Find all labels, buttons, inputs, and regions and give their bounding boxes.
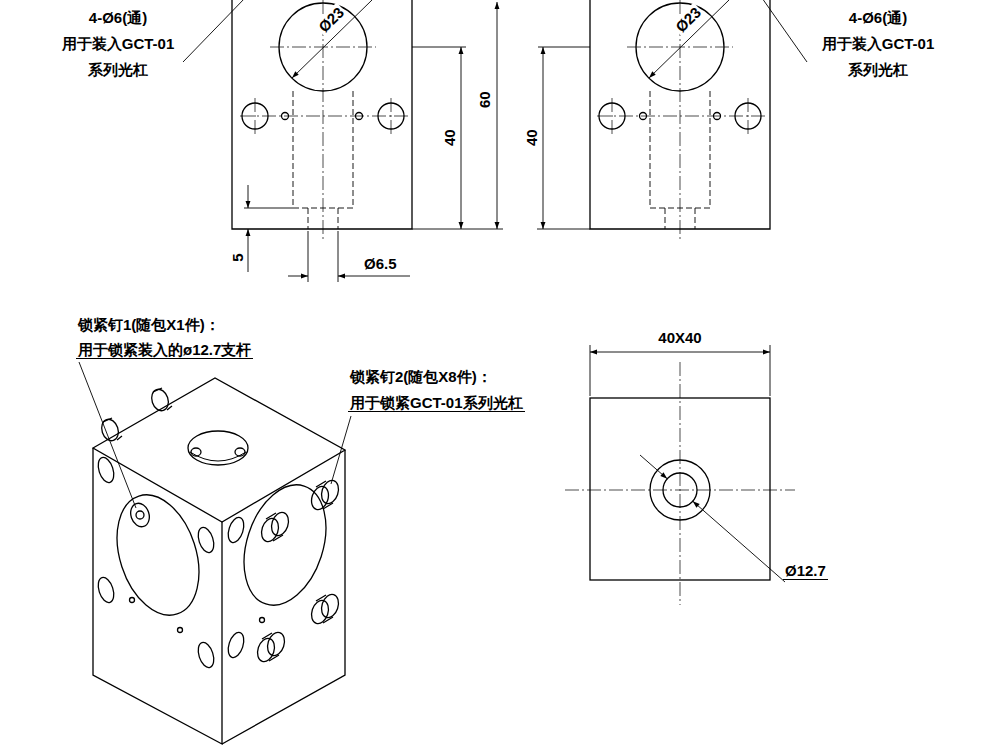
set-screw xyxy=(262,633,279,661)
callout-note: 系列光杠 xyxy=(86,61,150,78)
set-screw xyxy=(316,481,333,509)
rod-hole xyxy=(195,525,216,554)
set-screw xyxy=(309,598,332,626)
center-line xyxy=(680,362,681,605)
leader-line xyxy=(183,0,807,62)
callout-note: 系列光杠 xyxy=(846,61,910,78)
dimension-line xyxy=(412,229,590,230)
part-note: 锁紧钉1(随包X1件)： xyxy=(76,316,222,333)
part-note: 锁紧钉2(随包X8件)： xyxy=(348,368,494,385)
dimension-text: 60 xyxy=(475,90,492,111)
set-screw xyxy=(153,388,172,410)
right-face xyxy=(222,450,345,744)
set-screw xyxy=(128,501,153,529)
left-face xyxy=(93,448,222,744)
screw-tip xyxy=(235,448,245,456)
dimension-line xyxy=(248,229,249,272)
isometric-view xyxy=(79,362,351,744)
center-line xyxy=(597,116,765,117)
set-screw xyxy=(265,630,288,658)
set-screw xyxy=(269,510,292,538)
dimension-text: 40 xyxy=(522,128,539,149)
rod-hole xyxy=(195,640,216,669)
callout-note: 4-Ø6(通) xyxy=(87,9,149,26)
center-line xyxy=(240,116,408,117)
dimension-text: 40X40 xyxy=(656,329,703,346)
callout-note: 4-Ø6(通) xyxy=(847,9,909,26)
center-line xyxy=(680,0,681,240)
diameter-leader xyxy=(649,0,729,78)
set-screw xyxy=(319,478,342,506)
callout-note: 用于装入GCT-01 xyxy=(60,35,177,52)
dimension-text: Ø23 xyxy=(670,3,705,38)
dimension-line xyxy=(497,2,498,229)
rod-hole xyxy=(95,575,116,604)
dimension-line xyxy=(693,501,785,582)
leader-line xyxy=(183,0,245,62)
rod-hole xyxy=(225,515,246,544)
drawing-art xyxy=(79,0,807,744)
dimension-text: Ø12.7 xyxy=(783,562,828,580)
set-screw xyxy=(309,484,332,512)
top-view xyxy=(565,345,795,605)
screw-hole xyxy=(260,618,265,623)
side-view xyxy=(590,0,770,240)
leader-line xyxy=(79,362,136,508)
diameter-leader xyxy=(292,0,372,78)
dimension-line xyxy=(248,185,249,208)
set-screw xyxy=(136,511,144,519)
dimension-text: 5 xyxy=(228,252,245,264)
rod-hole xyxy=(95,455,116,484)
part-outline xyxy=(232,0,412,229)
set-screw xyxy=(319,592,342,620)
leader-line xyxy=(762,0,807,62)
isometric-view xyxy=(190,452,246,461)
center-line xyxy=(565,362,795,605)
dimension-text: 40 xyxy=(440,128,457,149)
center-line xyxy=(240,0,408,240)
dimension-line xyxy=(244,208,293,209)
part-note: 用于锁紧GCT-01系列光杠 xyxy=(348,394,525,412)
dimension-line xyxy=(640,455,667,479)
set-screw xyxy=(266,513,283,541)
front-view xyxy=(232,0,412,240)
center-line xyxy=(612,98,748,134)
callout-note: 用于装入GCT-01 xyxy=(820,35,937,52)
dimension-line xyxy=(412,47,466,48)
dimension-line xyxy=(538,47,590,48)
leader-line xyxy=(331,416,351,484)
dimension-text: Ø23 xyxy=(313,3,348,38)
part-note: 用于锁紧装入的ø12.7支杆 xyxy=(76,341,253,359)
set-screw xyxy=(255,636,278,664)
dimension-line xyxy=(338,276,410,277)
dimension-line xyxy=(543,47,544,229)
screw-tip xyxy=(191,448,201,456)
dimension-text: Ø6.5 xyxy=(362,255,399,272)
set-screw xyxy=(316,595,333,623)
set-screw xyxy=(259,516,282,544)
dimension-line xyxy=(288,276,308,277)
set-screw xyxy=(149,387,171,413)
dimension-line xyxy=(461,47,462,229)
top-bore xyxy=(188,431,248,465)
set-screw xyxy=(99,387,341,664)
dimension-line xyxy=(590,345,785,582)
dimension-line xyxy=(590,352,770,353)
center-line xyxy=(323,0,324,240)
dimension-line xyxy=(244,2,590,282)
leader-line xyxy=(79,362,351,508)
rod-hole xyxy=(225,630,246,659)
dimension-line xyxy=(308,231,338,282)
screw-hole xyxy=(178,628,183,633)
center-line xyxy=(597,0,765,240)
set-screw xyxy=(103,418,122,440)
side-bore xyxy=(103,484,214,625)
screw-hole xyxy=(130,598,135,603)
dimension-line xyxy=(590,345,770,396)
center-line xyxy=(255,98,391,134)
side-bore xyxy=(230,474,341,615)
